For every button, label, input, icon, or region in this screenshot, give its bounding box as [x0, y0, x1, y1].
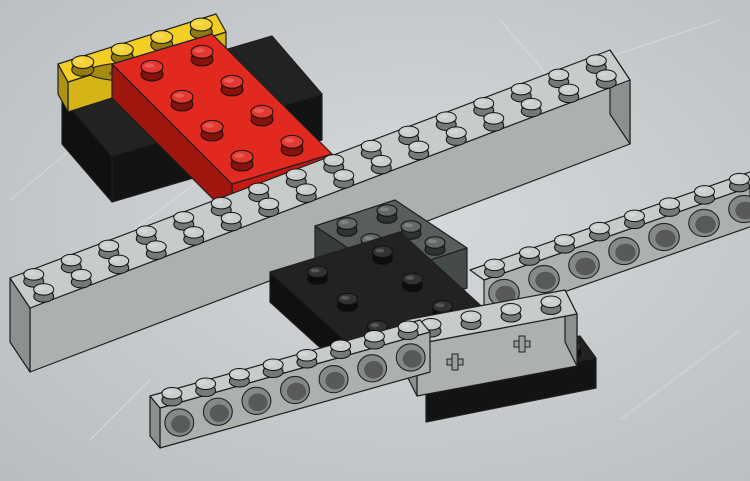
stud — [501, 303, 521, 322]
stud — [259, 198, 279, 217]
stud — [398, 321, 418, 340]
stud — [377, 205, 397, 224]
stud — [484, 113, 504, 132]
stud — [520, 247, 540, 266]
stud — [251, 105, 273, 125]
stud — [625, 210, 645, 229]
stud — [364, 330, 384, 349]
stud — [331, 340, 351, 359]
stud — [171, 90, 193, 110]
stud — [403, 273, 423, 292]
stud — [371, 155, 391, 174]
stud — [337, 218, 357, 237]
stud — [555, 235, 575, 254]
stud — [334, 170, 354, 189]
stud — [485, 259, 505, 278]
stud — [263, 359, 283, 378]
stud — [596, 70, 616, 89]
stud — [409, 141, 429, 160]
stud — [184, 227, 204, 246]
stud — [231, 150, 253, 170]
stud — [162, 387, 182, 406]
stud — [229, 368, 249, 387]
stud — [146, 241, 166, 260]
stud — [191, 45, 213, 65]
stud — [72, 56, 94, 76]
stud — [590, 222, 610, 241]
stud — [338, 293, 358, 312]
stud — [297, 349, 317, 368]
stud — [71, 269, 91, 288]
stud — [461, 311, 481, 330]
stud — [541, 296, 561, 315]
stud — [109, 255, 129, 274]
stud — [221, 75, 243, 95]
stud — [196, 378, 216, 397]
stud — [730, 173, 750, 192]
stud — [446, 127, 466, 146]
stud — [296, 184, 316, 203]
stud — [373, 246, 393, 265]
stud — [660, 198, 680, 217]
stud — [695, 186, 715, 205]
stud — [34, 284, 54, 303]
stud — [281, 135, 303, 155]
stud — [201, 120, 223, 140]
stud — [521, 98, 541, 117]
stud — [308, 266, 328, 285]
stud — [425, 237, 445, 256]
stud — [141, 60, 163, 80]
stud — [559, 84, 579, 103]
stud — [221, 212, 241, 231]
